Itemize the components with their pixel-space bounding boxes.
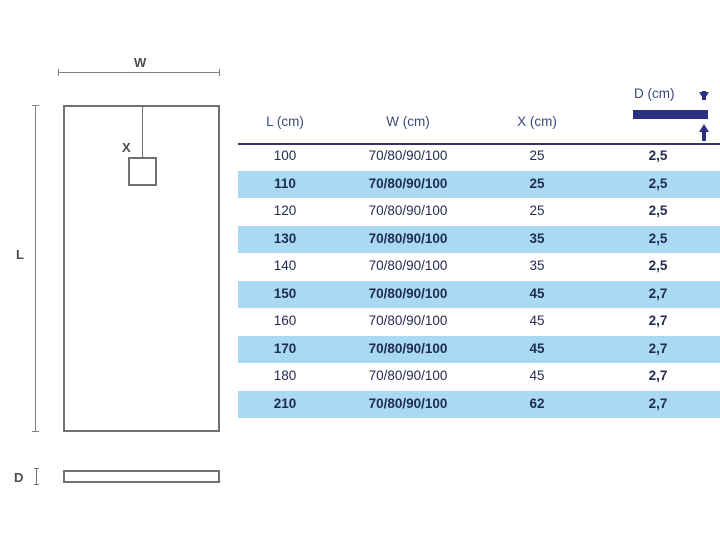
cell-length: 110 <box>274 175 296 191</box>
arrow-up-icon <box>699 124 709 141</box>
depth-legend-bar <box>633 110 708 119</box>
cell-length: 120 <box>273 203 297 218</box>
cell-length: 150 <box>273 285 297 301</box>
cell-drain-offset: 25 <box>529 148 545 163</box>
cell-depth: 2,5 <box>648 203 668 218</box>
table-row: 150 70/80/90/100 45 2,7 <box>238 280 720 308</box>
cell-width: 70/80/90/100 <box>368 368 448 383</box>
cell-drain-offset: 45 <box>529 340 545 356</box>
cell-depth: 2,7 <box>648 313 668 328</box>
cell-length: 180 <box>273 368 297 383</box>
cell-length: 170 <box>273 340 297 356</box>
cell-drain-offset: 35 <box>529 258 545 273</box>
table-row: 210 70/80/90/100 62 2,7 <box>238 390 720 418</box>
cell-depth: 2,7 <box>648 395 668 411</box>
header-divider <box>238 143 720 145</box>
table-row: 110 70/80/90/100 25 2,5 <box>238 170 720 198</box>
cell-width: 70/80/90/100 <box>368 203 448 218</box>
depth-dimension-label: D <box>14 470 24 485</box>
cell-drain-offset: 45 <box>529 313 545 328</box>
column-header-width: W (cm) <box>386 114 430 129</box>
cell-drain-offset: 45 <box>529 368 545 383</box>
table-row: 140 70/80/90/100 35 2,5 <box>238 253 720 281</box>
cell-width: 70/80/90/100 <box>368 175 448 191</box>
table-row: 100 70/80/90/100 25 2,5 <box>238 143 720 171</box>
cell-width: 70/80/90/100 <box>368 313 448 328</box>
drain-offset-leader-line <box>142 106 143 181</box>
table-row: 130 70/80/90/100 35 2,5 <box>238 225 720 253</box>
cell-width: 70/80/90/100 <box>368 340 448 356</box>
cell-depth: 2,7 <box>648 340 668 356</box>
depth-legend-label: D (cm) <box>634 86 675 101</box>
width-dimension-label: W <box>134 55 147 70</box>
depth-legend: D (cm) <box>620 86 720 142</box>
table-row: 120 70/80/90/100 25 2,5 <box>238 198 720 226</box>
column-header-drain-offset: X (cm) <box>517 114 557 129</box>
depth-dimension-tick <box>34 468 39 485</box>
cell-width: 70/80/90/100 <box>368 148 448 163</box>
table-row: 180 70/80/90/100 45 2,7 <box>238 363 720 391</box>
shower-tray-side-view <box>63 470 220 483</box>
cell-length: 100 <box>273 148 297 163</box>
drain-square-icon <box>128 157 157 186</box>
cell-depth: 2,7 <box>648 368 668 383</box>
cell-drain-offset: 62 <box>529 395 545 411</box>
cell-drain-offset: 25 <box>529 175 545 191</box>
cell-depth: 2,5 <box>648 148 668 163</box>
arrow-down-icon <box>699 91 709 100</box>
length-dimension-line <box>32 105 39 432</box>
cell-length: 130 <box>273 230 297 246</box>
specification-table: L (cm) W (cm) X (cm) 100 70/80/90/100 25… <box>238 110 720 418</box>
table-row: 160 70/80/90/100 45 2,7 <box>238 308 720 336</box>
cell-length: 140 <box>273 258 297 273</box>
drain-offset-label: X <box>122 140 132 155</box>
cell-drain-offset: 35 <box>529 230 545 246</box>
table-header-row: L (cm) W (cm) X (cm) <box>238 110 720 145</box>
cell-width: 70/80/90/100 <box>368 230 448 246</box>
table-row: 170 70/80/90/100 45 2,7 <box>238 335 720 363</box>
width-dimension-line <box>58 69 220 76</box>
cell-drain-offset: 25 <box>529 203 545 218</box>
cell-depth: 2,7 <box>648 285 668 301</box>
cell-width: 70/80/90/100 <box>368 258 448 273</box>
cell-depth: 2,5 <box>648 230 668 246</box>
cell-depth: 2,5 <box>648 175 668 191</box>
column-header-length: L (cm) <box>266 114 304 129</box>
cell-drain-offset: 45 <box>529 285 545 301</box>
technical-drawing: W L X D <box>0 0 235 540</box>
cell-length: 210 <box>273 395 297 411</box>
cell-depth: 2,5 <box>648 258 668 273</box>
cell-length: 160 <box>273 313 297 328</box>
length-dimension-label: L <box>16 247 25 262</box>
cell-width: 70/80/90/100 <box>368 285 448 301</box>
cell-width: 70/80/90/100 <box>368 395 448 411</box>
